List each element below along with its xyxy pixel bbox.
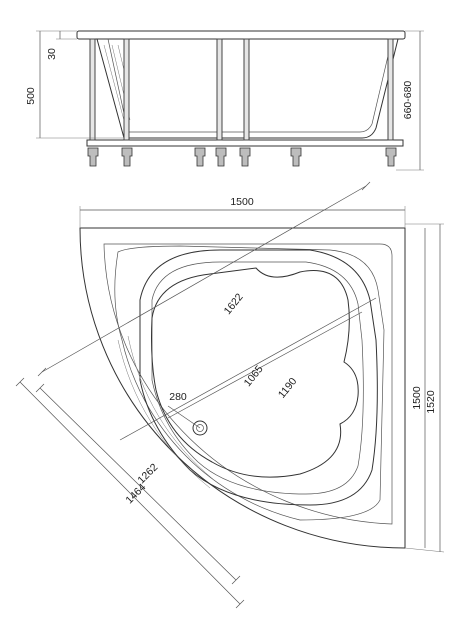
side-legs <box>89 38 394 141</box>
top-deck-line <box>114 245 385 521</box>
drain-icon <box>192 420 208 436</box>
dim-diagonal-outer: 1622 <box>222 291 246 317</box>
side-tub-body <box>96 38 399 139</box>
top-view: 1500 1500 1520 1622 1190 1065 280 1262 1… <box>15 181 445 609</box>
dim-line-1190 <box>119 297 377 441</box>
seat-curve <box>127 335 215 481</box>
dim-rim: 30 <box>46 48 58 60</box>
ext-line <box>404 547 445 553</box>
dim-diagonal-basin: 1190 <box>276 375 300 400</box>
top-basin-floor <box>151 267 359 478</box>
side-frame-bar <box>86 139 404 147</box>
dim-drain-offset: 280 <box>169 391 187 403</box>
side-tub-inner <box>107 38 393 133</box>
dim-line-1622 <box>41 185 367 373</box>
top-basin-step <box>151 261 364 495</box>
top-rim-inner <box>103 243 393 525</box>
dim-line-1262 <box>39 387 237 581</box>
side-rim <box>76 30 406 40</box>
dim-line-1464 <box>19 381 241 605</box>
dim-outer-side: 1520 <box>425 390 437 414</box>
seat-curve <box>117 339 211 489</box>
dim-line-1065 <box>167 311 363 419</box>
dim-width-top: 1500 <box>230 196 254 208</box>
dim-ticks <box>15 181 371 609</box>
side-feet <box>87 147 397 167</box>
dim-inner-side: 1500 <box>411 386 423 410</box>
side-view: 500 30 660-680 <box>25 30 424 171</box>
dim-leg-height: 660-680 <box>402 81 414 120</box>
top-outer-outline <box>79 227 406 549</box>
dim-total-height: 500 <box>25 87 37 105</box>
dim-line-280 <box>167 405 201 429</box>
dim-diagonal-inner: 1065 <box>242 363 266 389</box>
